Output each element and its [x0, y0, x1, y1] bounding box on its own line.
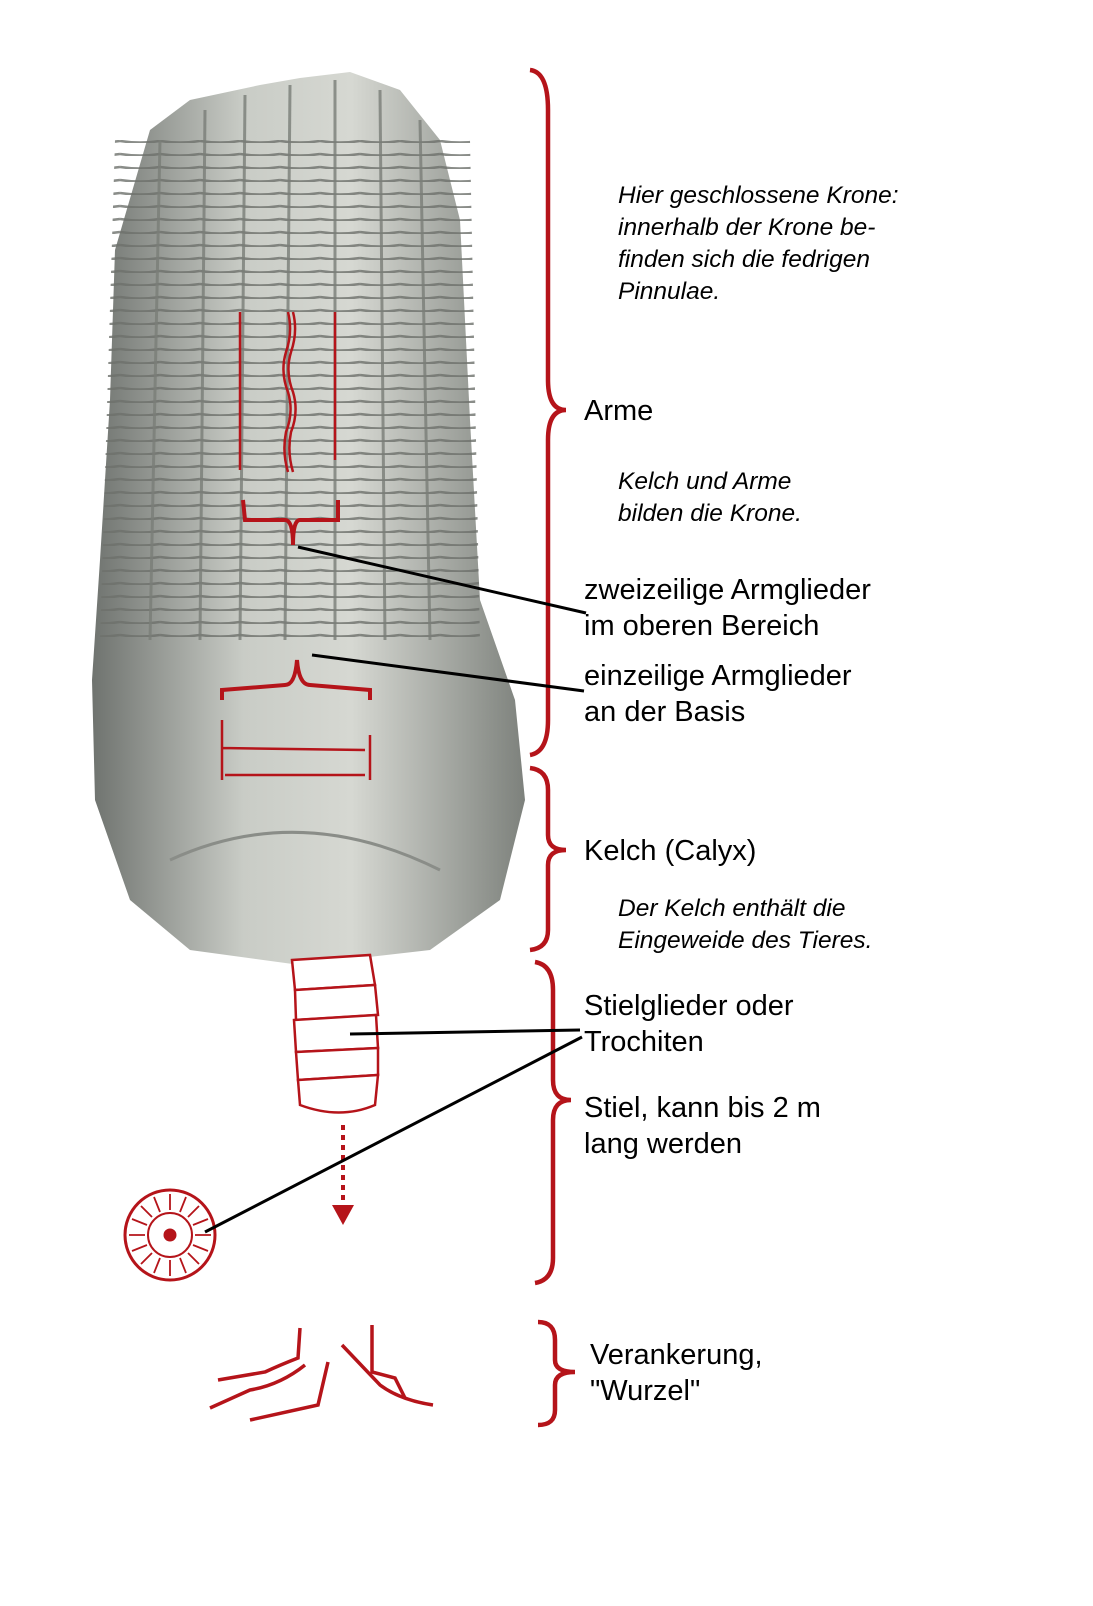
note-line: Kelch und Arme	[618, 468, 792, 495]
note-line: Hier geschlossene Krone:	[618, 182, 899, 209]
stem-segments	[290, 953, 380, 1114]
note-kelch-arme: Kelch und Arme bilden die Krone.	[618, 466, 802, 530]
note-line: Der Kelch enthält die	[618, 895, 846, 922]
note-line: bilden die Krone.	[618, 500, 802, 527]
label-stielglieder: Stielglieder oder Trochiten	[584, 988, 794, 1060]
label-line: Stiel, kann bis 2 m	[584, 1092, 821, 1124]
label-kelch: Kelch (Calyx)	[584, 835, 757, 867]
label-einzeilig: einzeilige Armglieder an der Basis	[584, 658, 852, 730]
note-line: finden sich die fedrigen	[618, 246, 870, 273]
note-krone: Hier geschlossene Krone: innerhalb der K…	[618, 180, 899, 308]
roots	[209, 1325, 434, 1422]
leader-lines	[204, 545, 587, 1234]
label-line: an der Basis	[584, 696, 746, 728]
label-line: Trochiten	[584, 1026, 704, 1058]
label-line: einzeilige Armglieder	[584, 660, 852, 692]
label-line: Verankerung,	[590, 1339, 763, 1371]
label-stiel: Stiel, kann bis 2 m lang werden	[584, 1090, 821, 1162]
note-line: innerhalb der Krone be-	[618, 214, 876, 241]
note-kelch: Der Kelch enthält die Eingeweide des Tie…	[618, 893, 872, 957]
arm-segment-markings	[220, 311, 372, 780]
label-line: lang werden	[584, 1128, 742, 1160]
note-line: Pinnulae.	[618, 278, 721, 305]
trochite-cross-section	[123, 1188, 217, 1282]
label-arme: Arme	[584, 395, 654, 427]
label-verankerung: Verankerung, "Wurzel"	[590, 1337, 763, 1409]
braces	[529, 67, 576, 1428]
label-line: im oberen Bereich	[584, 610, 820, 642]
label-line: "Wurzel"	[590, 1375, 701, 1407]
label-zweizeilig: zweizeilige Armglieder im oberen Bereich	[584, 572, 871, 644]
label-line: zweizeilige Armglieder	[584, 574, 871, 606]
label-line: Stielglieder oder	[584, 990, 794, 1022]
note-line: Eingeweide des Tieres.	[618, 927, 873, 954]
